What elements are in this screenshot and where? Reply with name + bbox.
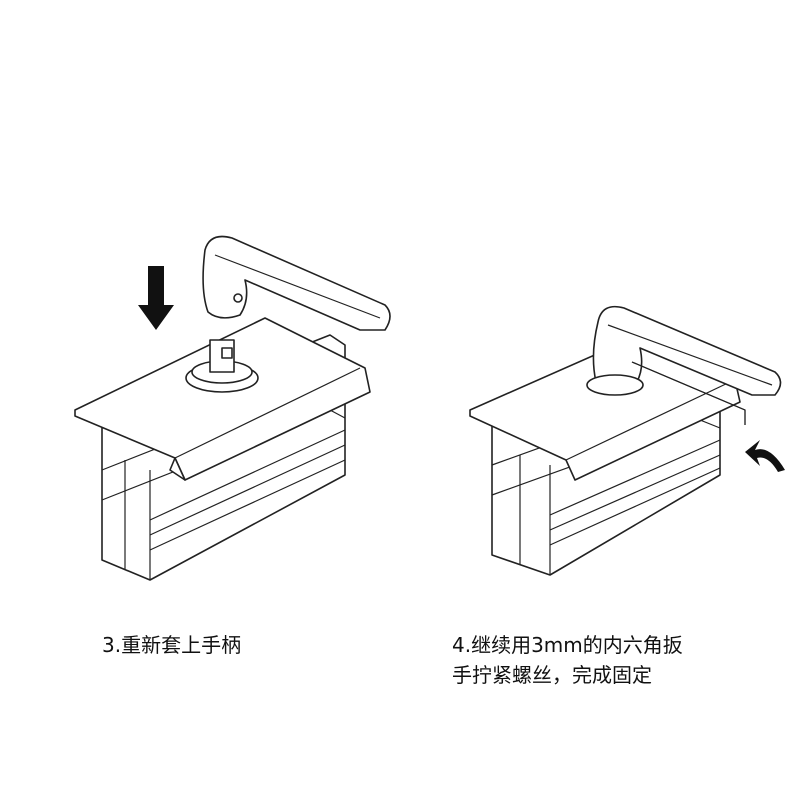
step3-illustration — [74, 235, 391, 581]
step4-caption-line2: 手拧紧螺丝，完成固定 — [452, 663, 652, 687]
down-arrow-icon — [138, 266, 174, 330]
window-profile-right — [469, 334, 741, 576]
door-handle-right — [586, 305, 782, 396]
hex-key — [631, 361, 746, 425]
door-handle-left — [202, 235, 391, 331]
step4-caption: 4.继续用3mm的内六角扳 手拧紧螺丝，完成固定 — [452, 630, 683, 690]
step4-caption-line1: 4.继续用3mm的内六角扳 — [452, 633, 683, 657]
rotate-arrow-icon — [745, 440, 785, 472]
window-profile-left — [74, 317, 371, 581]
step4-illustration — [469, 305, 785, 576]
step3-caption: 3.重新套上手柄 — [102, 633, 242, 657]
handle-rose-left — [185, 339, 259, 393]
